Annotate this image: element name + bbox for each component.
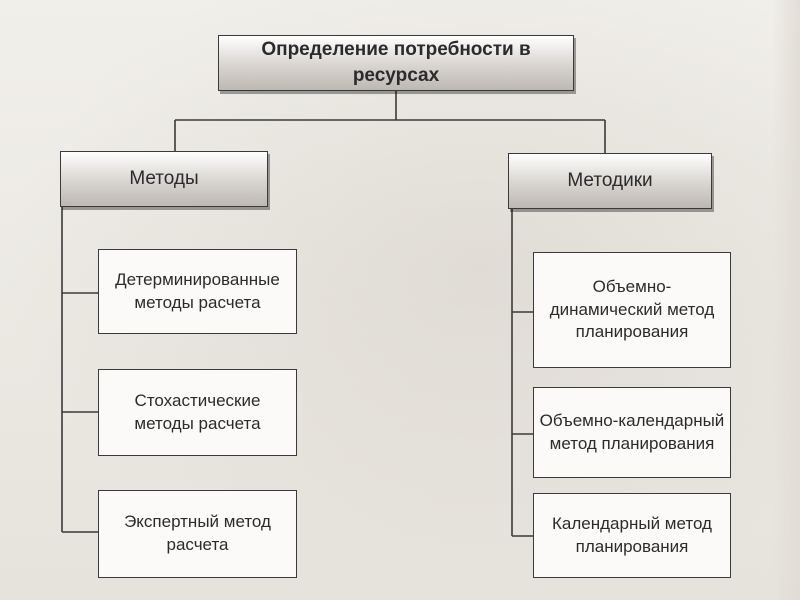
techniques-node: Методики — [508, 153, 712, 209]
methods-label: Методы — [129, 168, 199, 190]
technique-volume-dynamic-node: Объемно- динамический метод планирования — [533, 252, 731, 368]
root-label: Определение потребности в ресурсах — [261, 39, 531, 86]
technique-volume-dynamic-label: Объемно- динамический метод планирования — [549, 276, 715, 342]
technique-volume-calendar-label: Объемно-календарный метод планирования — [539, 410, 725, 453]
root-node: Определение потребности в ресурсах — [218, 35, 574, 91]
technique-volume-calendar-node: Объемно-календарный метод планирования — [533, 387, 731, 478]
method-expert-node: Экспертный метод расчета — [98, 490, 297, 578]
page-edge-shadow — [772, 0, 800, 600]
technique-calendar-node: Календарный метод планирования — [533, 493, 731, 578]
method-deterministic-label: Детерминированные методы расчета — [115, 269, 280, 312]
technique-calendar-label: Календарный метод планирования — [552, 513, 712, 556]
method-stochastic-node: Стохастические методы расчета — [98, 369, 297, 456]
method-deterministic-node: Детерминированные методы расчета — [98, 249, 297, 334]
techniques-label: Методики — [567, 170, 653, 192]
methods-node: Методы — [60, 151, 268, 207]
method-stochastic-label: Стохастические методы расчета — [134, 390, 261, 433]
method-expert-label: Экспертный метод расчета — [124, 512, 271, 554]
